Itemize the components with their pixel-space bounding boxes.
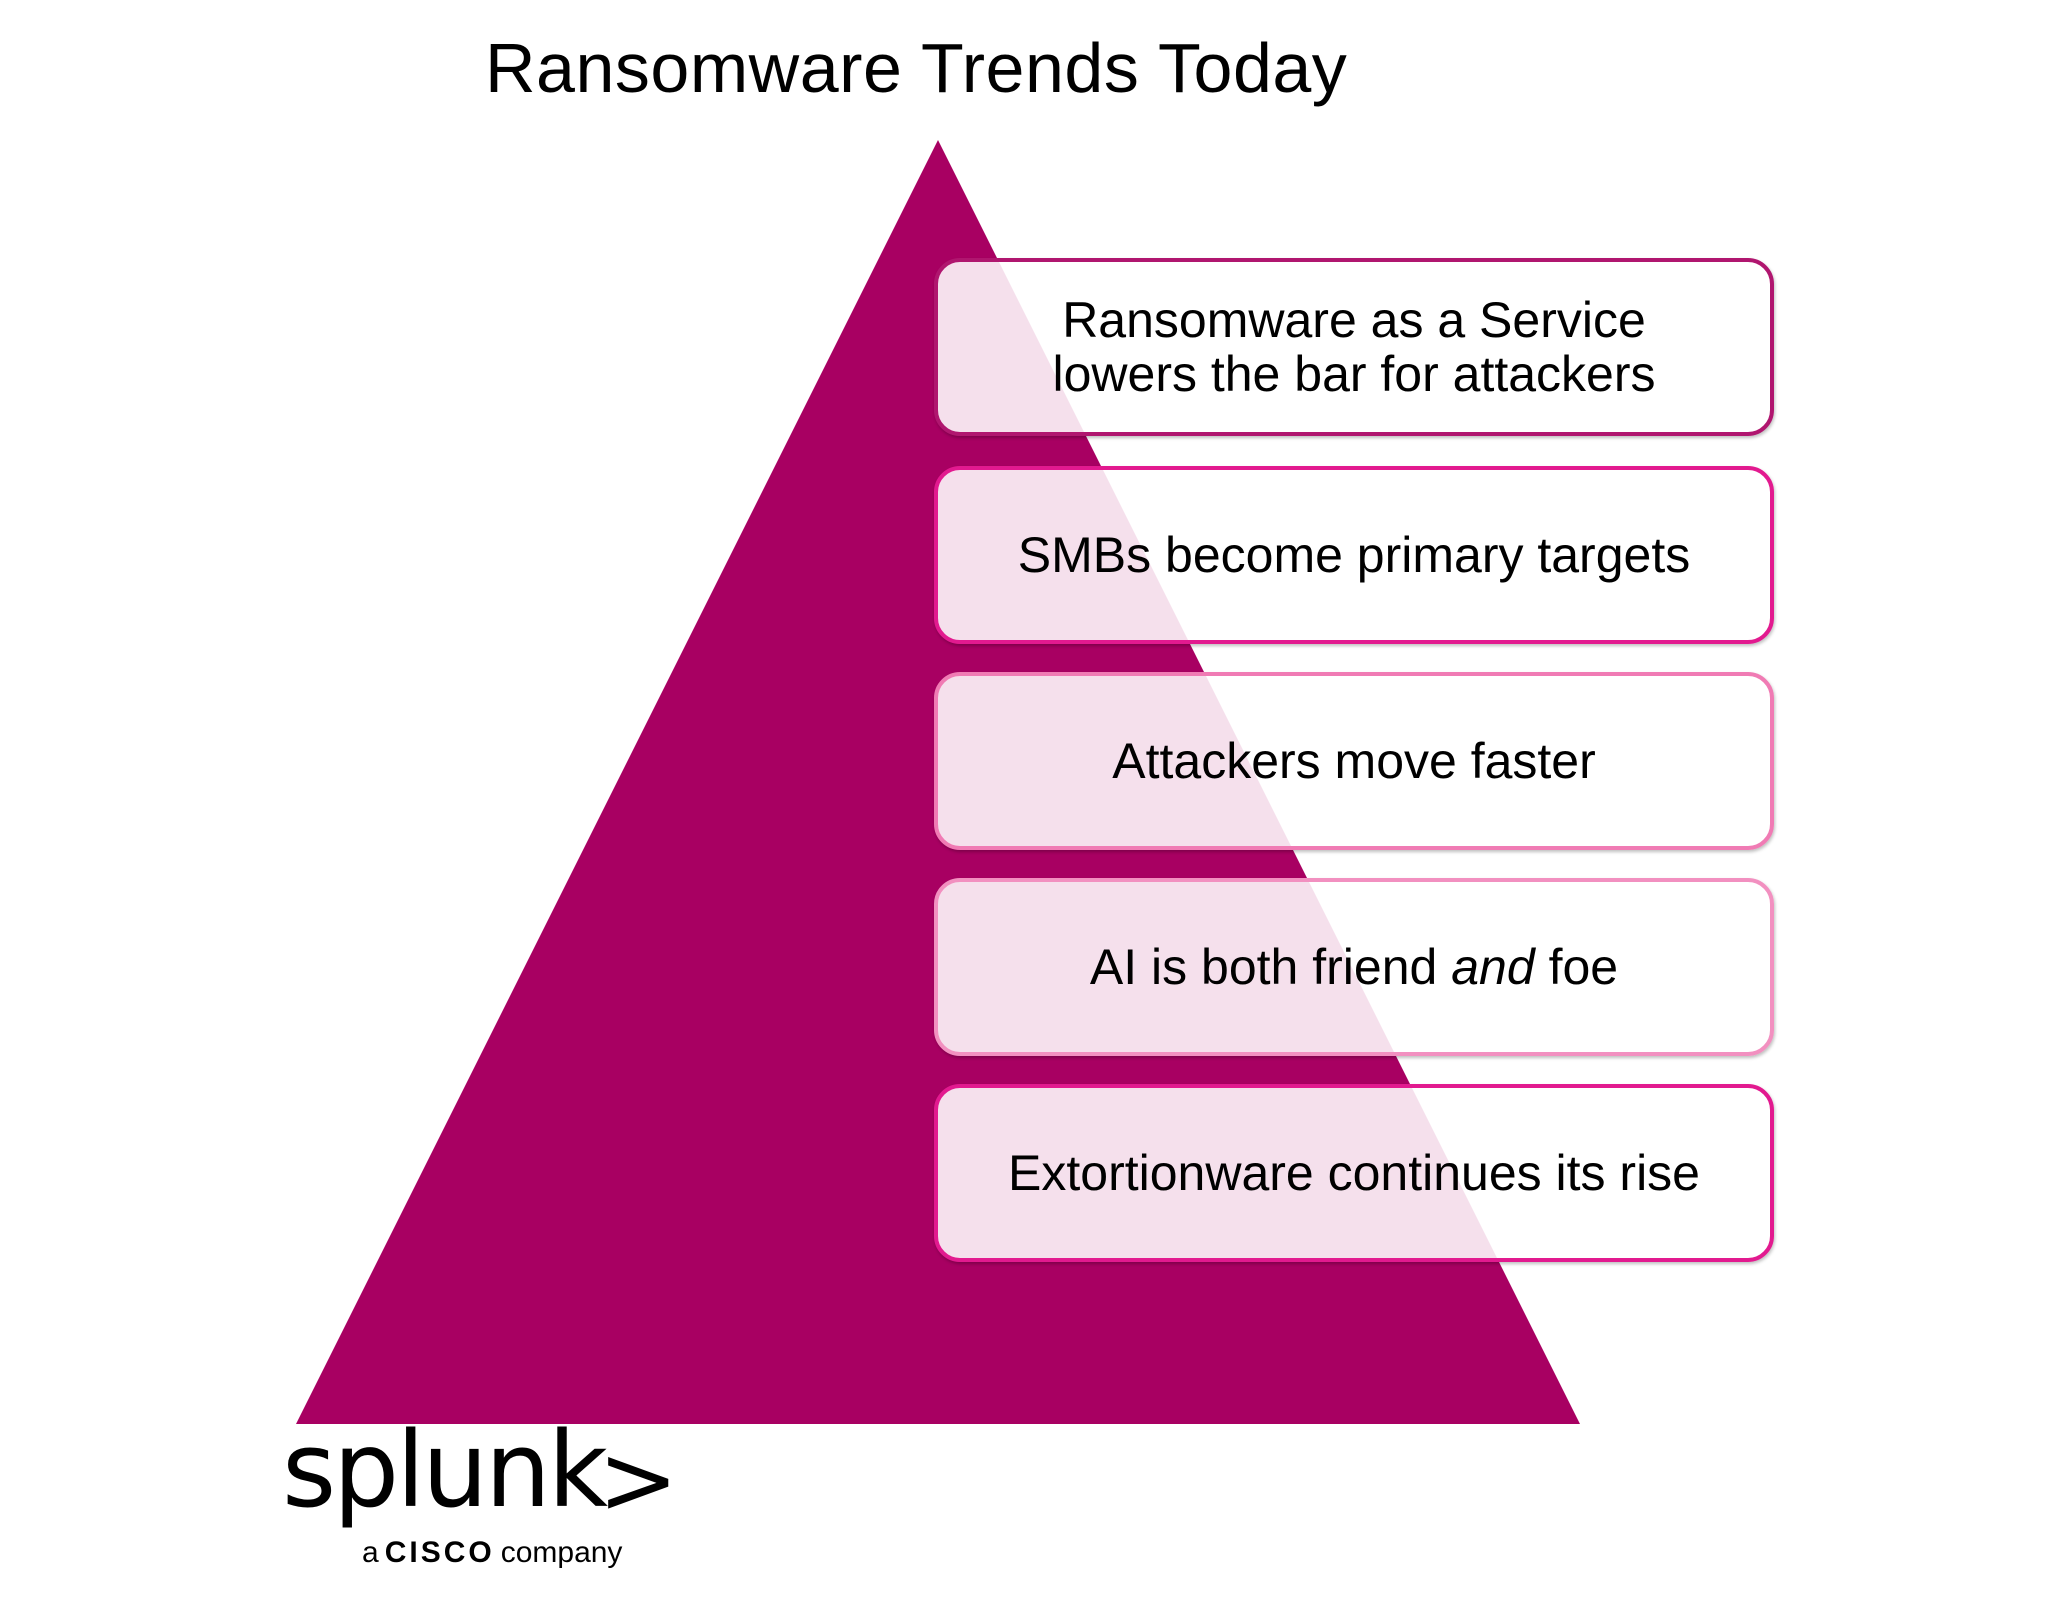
trend-text-4-start: AI is both friend — [1089, 939, 1452, 995]
trend-box-1: Ransomware as a Service lowers the bar f… — [934, 258, 1774, 436]
trend-text-4-end: foe — [1534, 939, 1619, 995]
trend-box-3: Attackers move faster — [934, 672, 1774, 850]
trend-text-3: Attackers move faster — [1112, 733, 1596, 789]
logo-sub-brand: CISCO — [384, 1536, 495, 1569]
trend-text-4: AI is both friend and foe — [1090, 940, 1618, 994]
trend-text-1: Ransomware as a Service lowers the bar f… — [1052, 292, 1656, 402]
trend-text-2: SMBs become primary targets — [1017, 527, 1691, 583]
logo-chevron-icon: > — [598, 1424, 679, 1536]
trend-text-4-italic: and — [1451, 939, 1535, 995]
trend-box-4: AI is both friend and foe — [934, 878, 1774, 1056]
diagram-title: Ransomware Trends Today — [485, 29, 1348, 107]
logo-wordmark: splunk — [282, 1409, 608, 1531]
logo-sub-suffix: company — [500, 1536, 623, 1569]
trend-box-5: Extortionware continues its rise — [934, 1084, 1774, 1262]
trend-text-5: Extortionware continues its rise — [1008, 1145, 1700, 1201]
logo-sub-prefix: a — [362, 1536, 379, 1569]
trend-box-2: SMBs become primary targets — [934, 466, 1774, 644]
